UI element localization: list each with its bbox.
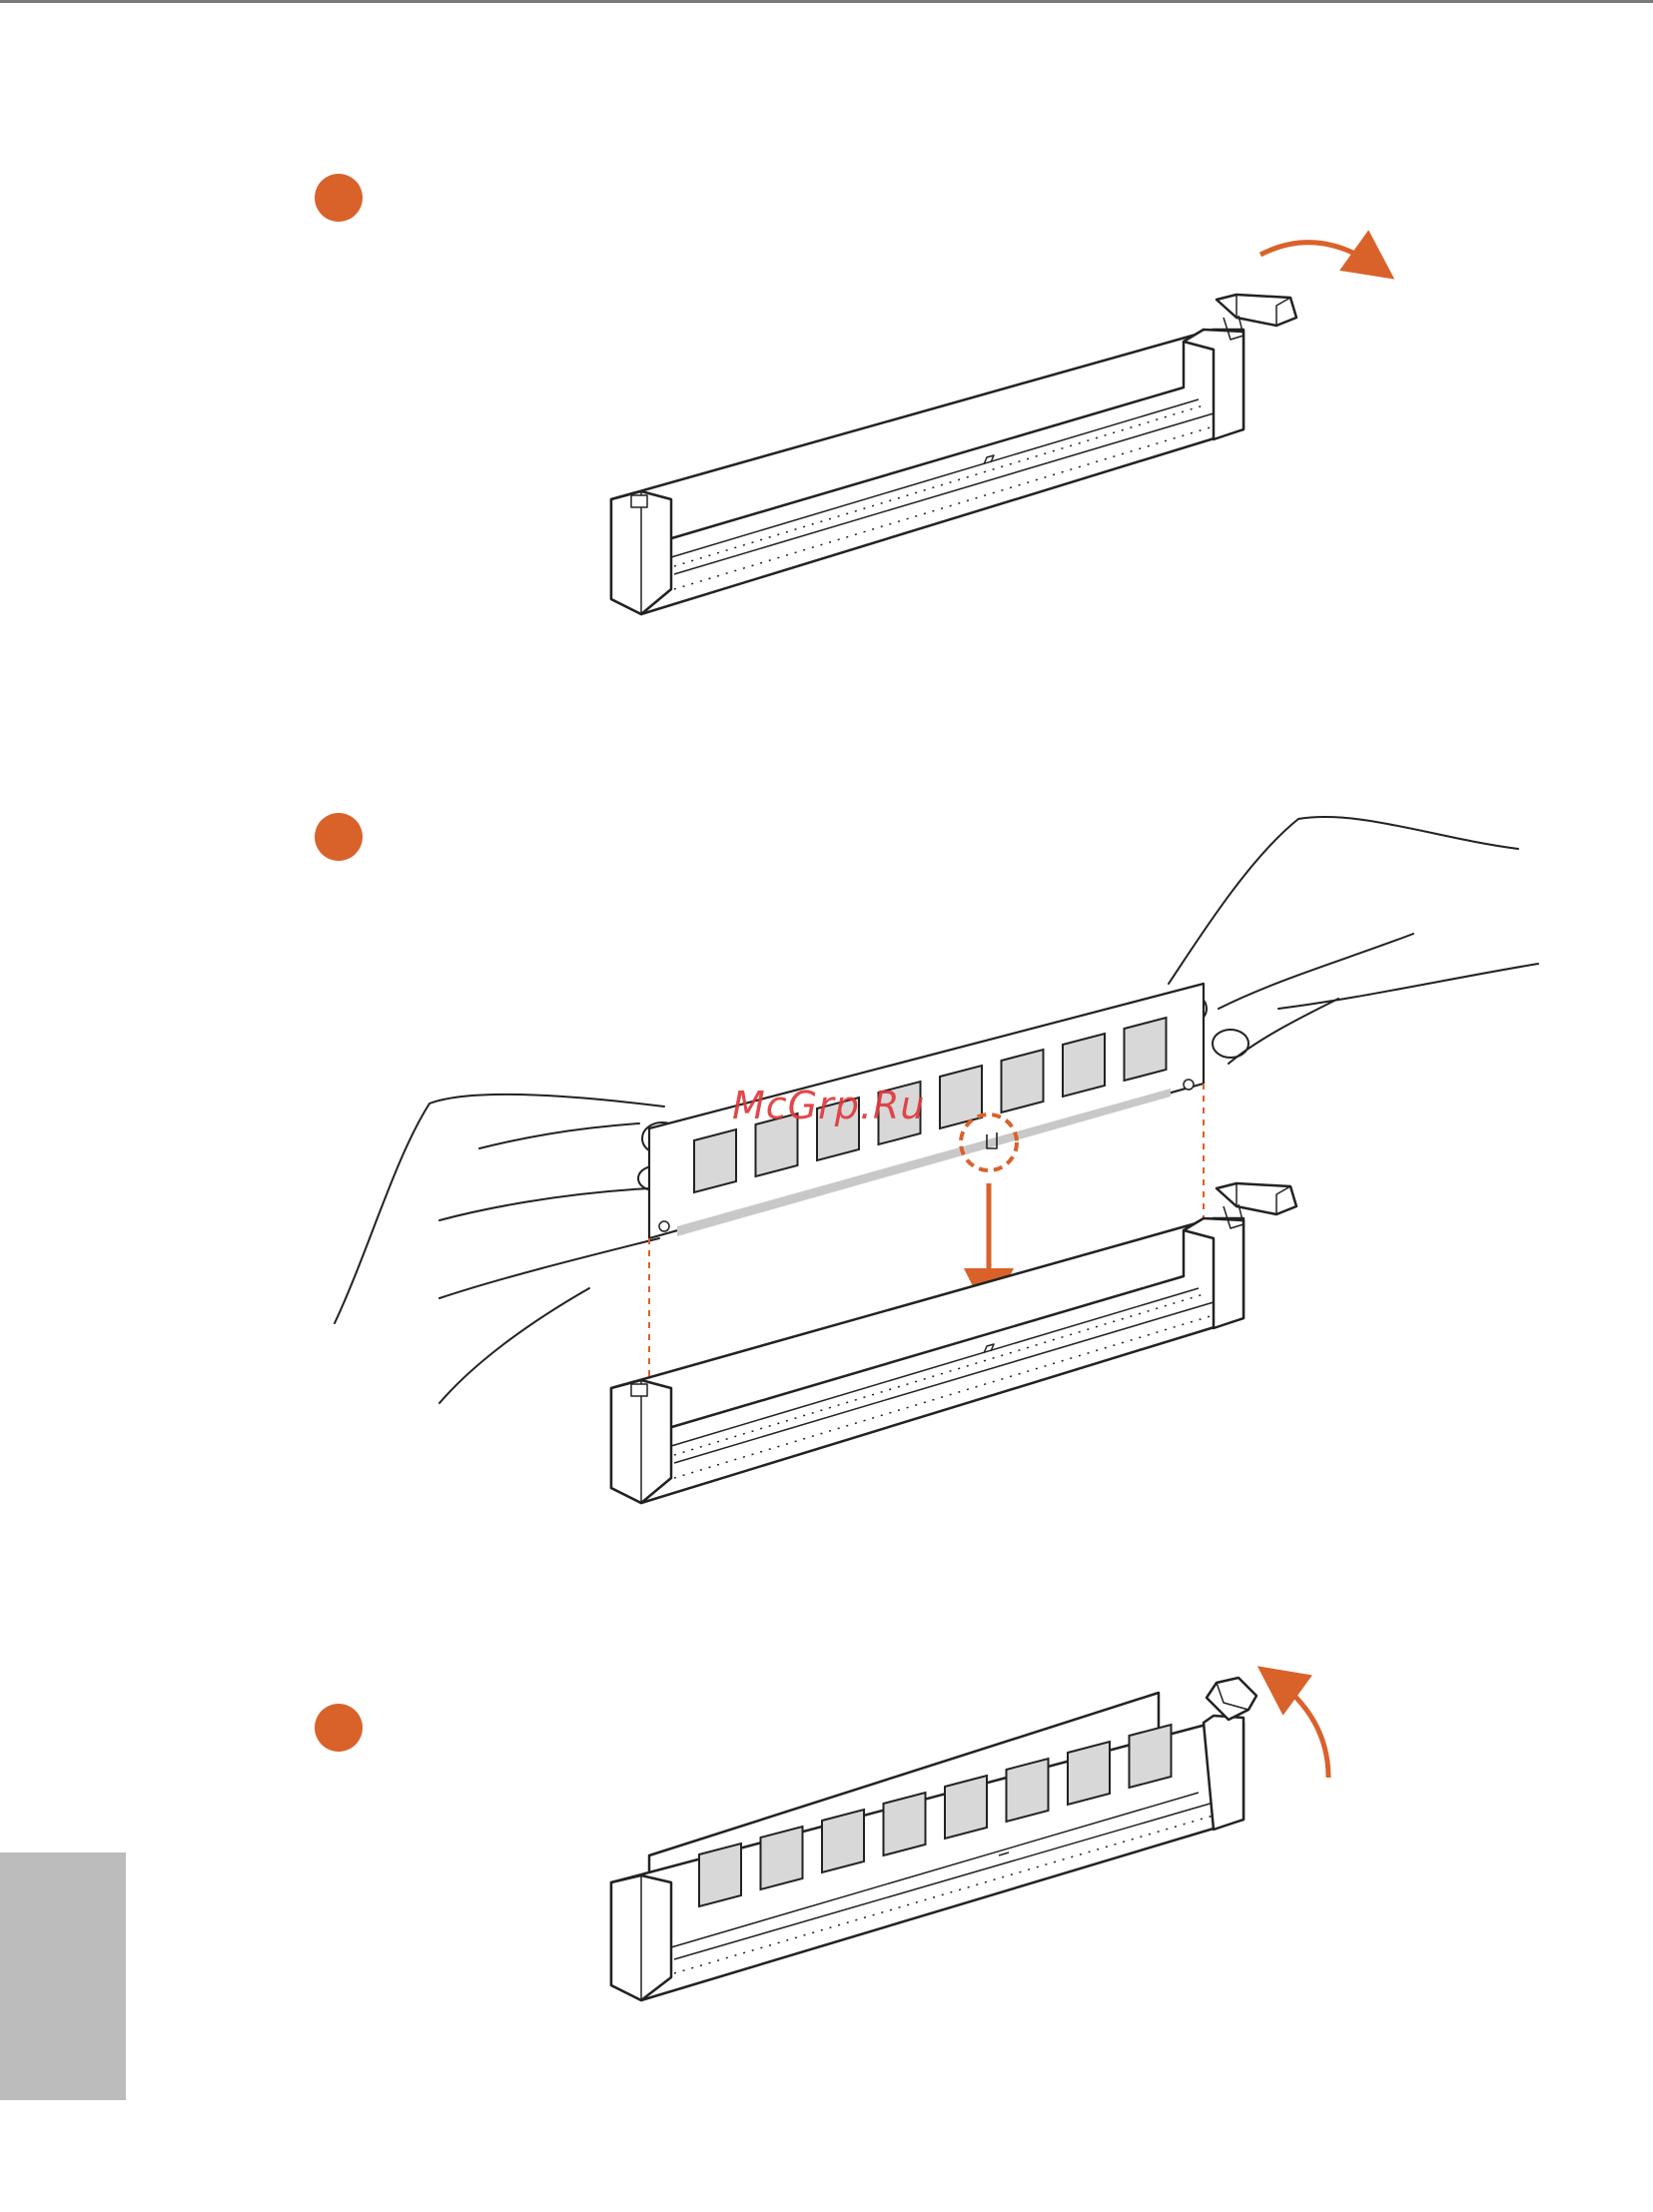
dram-chip bbox=[940, 1066, 982, 1128]
rotate-arrow-icon-step3 bbox=[1273, 1678, 1328, 1778]
dram-chip bbox=[1007, 1759, 1049, 1822]
dimm-slot-closed-step3 bbox=[611, 1678, 1256, 2000]
dram-chip bbox=[1063, 1034, 1105, 1097]
dram-chip bbox=[822, 1810, 864, 1872]
dram-chip bbox=[945, 1776, 987, 1839]
dram-chip bbox=[1125, 1018, 1167, 1081]
dram-chip bbox=[694, 1129, 736, 1192]
dimm-slot-open-step1 bbox=[611, 295, 1296, 614]
watermark: McGrp.Ru bbox=[732, 1084, 925, 1127]
dram-chip bbox=[1002, 1050, 1044, 1112]
rotate-arrow-icon-step1 bbox=[1260, 243, 1378, 268]
dram-chip bbox=[699, 1843, 741, 1906]
dram-chip bbox=[884, 1793, 926, 1855]
dram-chip bbox=[761, 1827, 803, 1889]
dram-chip bbox=[1068, 1742, 1110, 1805]
dram-chip bbox=[1130, 1725, 1172, 1788]
dimm-slot-open-step2 bbox=[611, 1183, 1296, 1503]
